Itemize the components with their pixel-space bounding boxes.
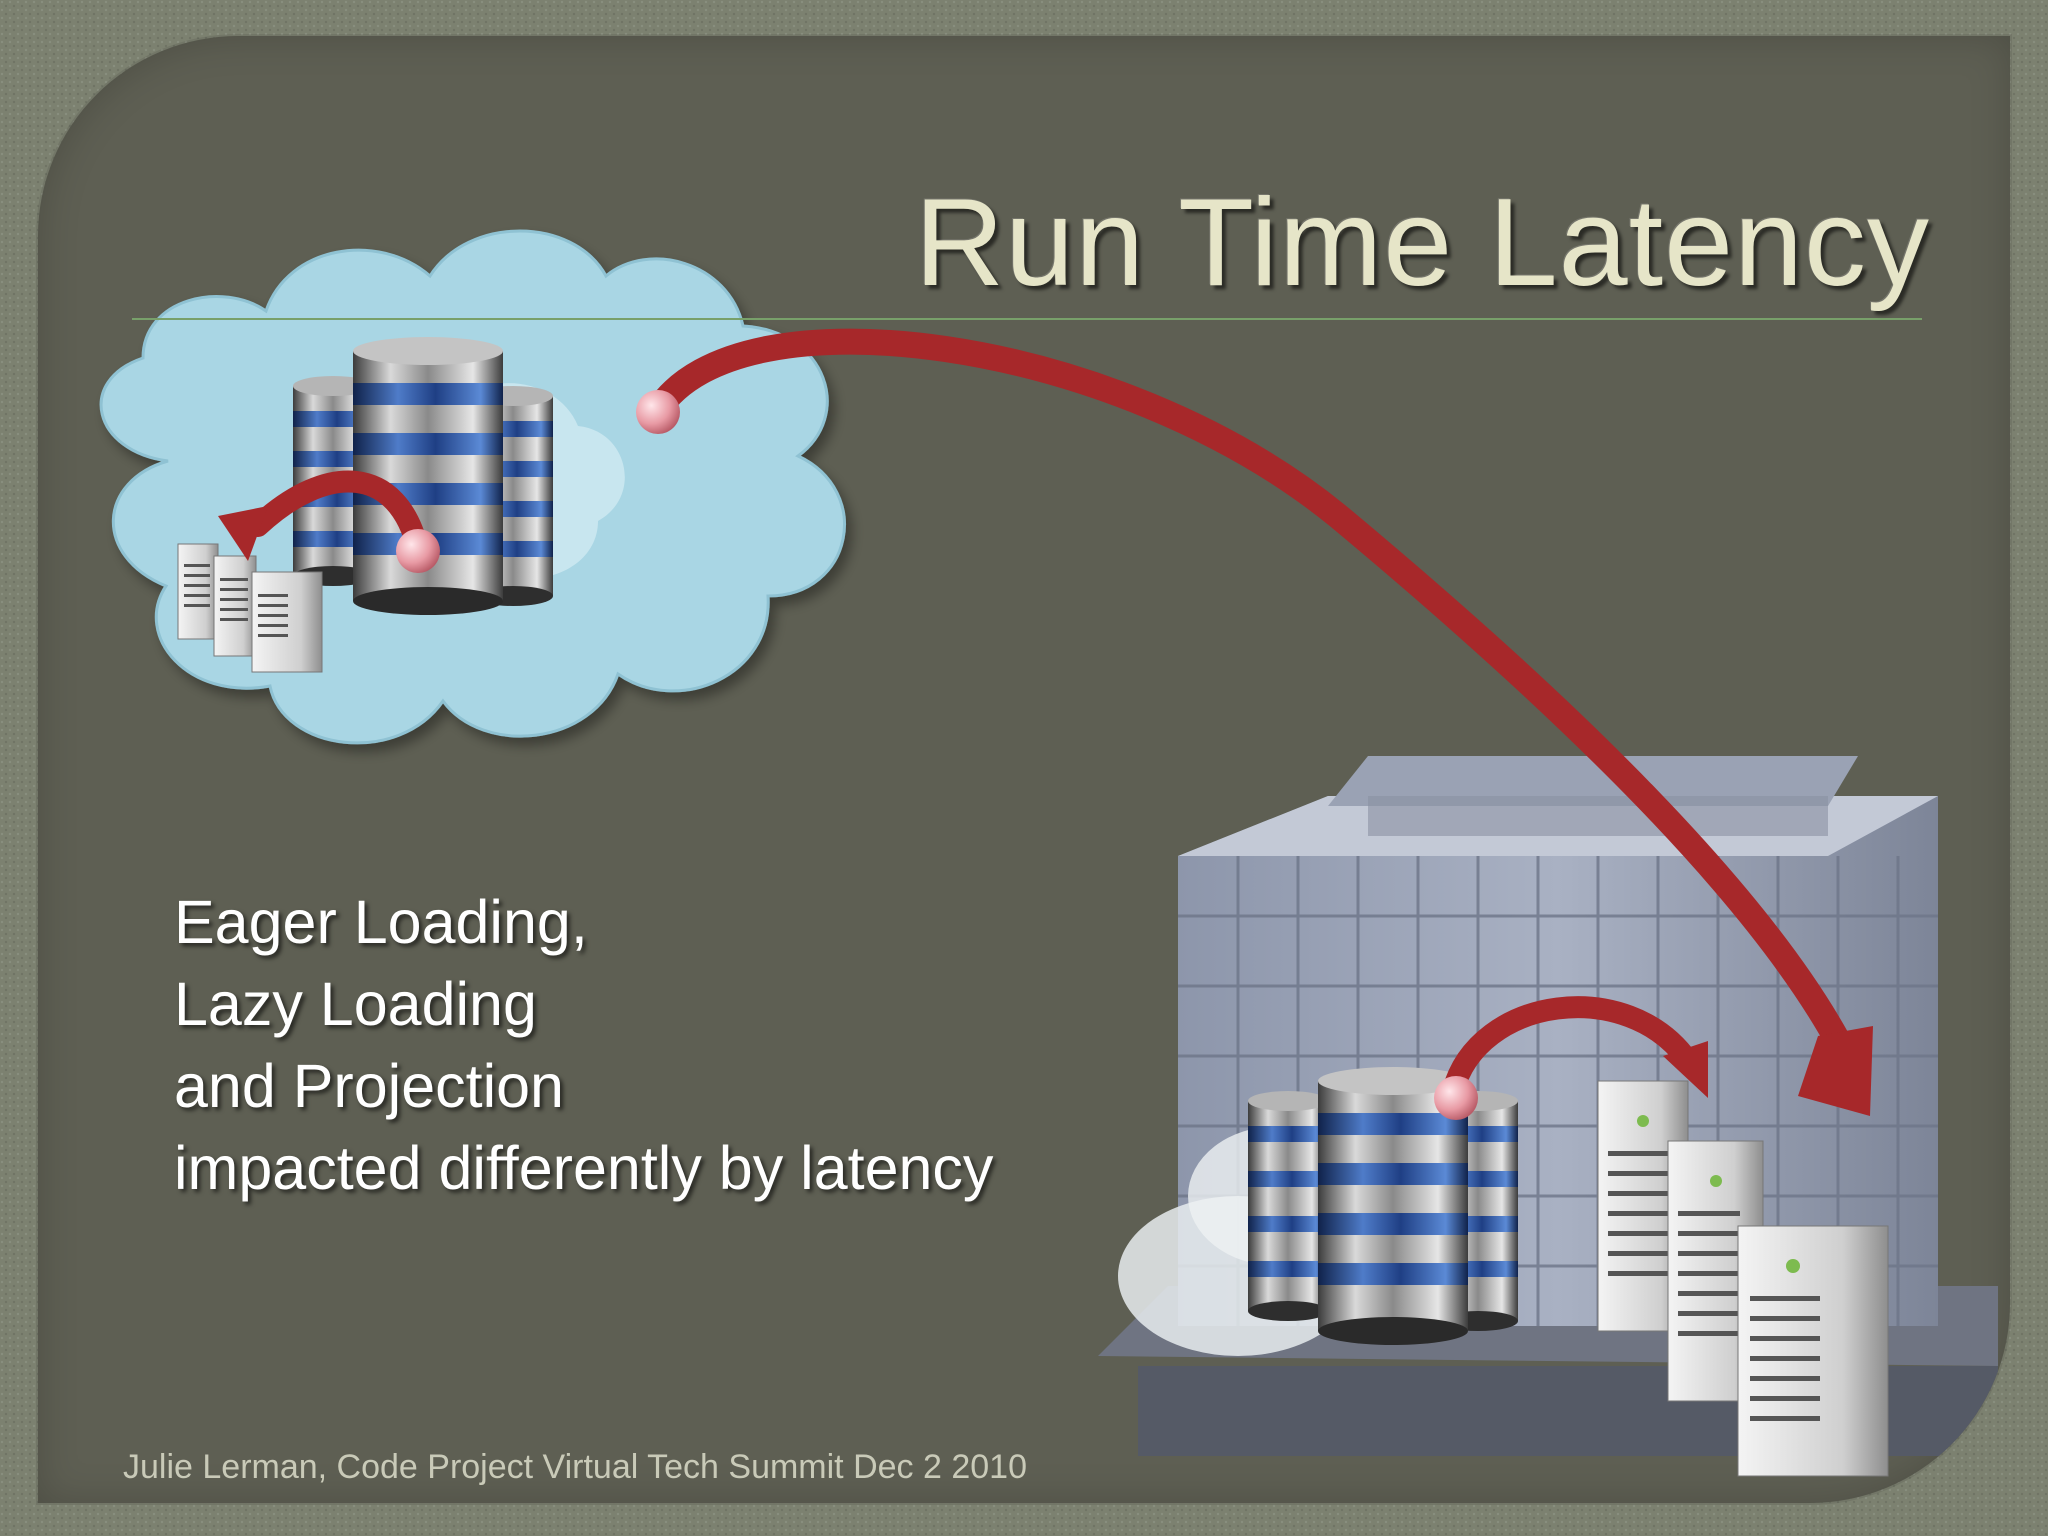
page-title: Run Time Latency: [914, 174, 1930, 312]
server-icon: [1597, 1080, 1889, 1477]
curved-arrow-icon: [247, 328, 1851, 1102]
title-divider: [132, 318, 1922, 320]
body-text: Eager Loading, Lazy Loading and Projecti…: [174, 881, 993, 1209]
footer-credit: Julie Lerman, Code Project Virtual Tech …: [123, 1448, 1027, 1486]
slide: Run Time Latency Eager Loading, Lazy Loa…: [38, 36, 2010, 1503]
body-line: impacted differently by latency: [174, 1134, 994, 1202]
server-icon: [177, 543, 323, 673]
connection-point: [396, 390, 1478, 1120]
body-line: and Projection: [174, 1052, 564, 1120]
database-icon: [293, 337, 553, 615]
body-line: Lazy Loading: [174, 970, 537, 1038]
arrow-head: [218, 506, 1873, 1116]
database-icon: [1248, 1067, 1518, 1345]
body-line: Eager Loading,: [174, 888, 588, 956]
slide-illustration: [99, 229, 1998, 1477]
